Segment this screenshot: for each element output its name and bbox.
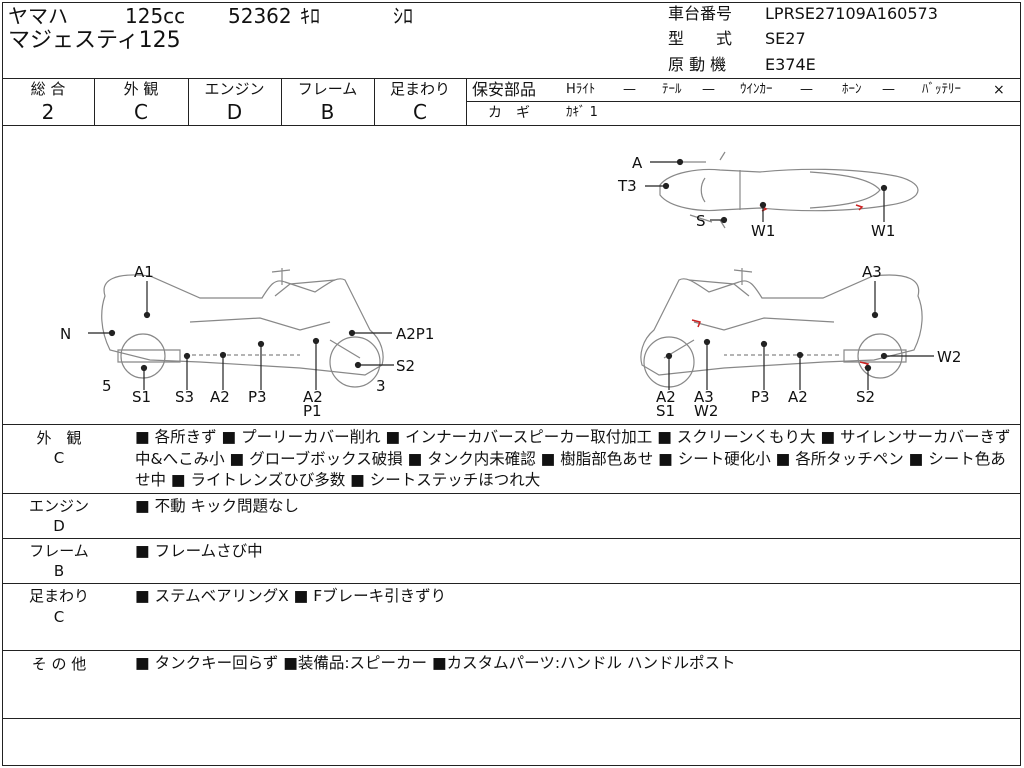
safety-battery-label: ﾊﾞｯﾃﾘｰ xyxy=(922,82,961,97)
safety-tail-label: ﾃｰﾙ xyxy=(662,82,682,97)
right-label-s1: S1 xyxy=(656,402,675,420)
type-label: 型 式 xyxy=(668,29,733,48)
left-label-p1: P1 xyxy=(303,402,322,420)
grade-suspension-label: 足まわり xyxy=(389,80,450,98)
left-label-s3: S3 xyxy=(175,388,194,406)
grade-frame-value: B xyxy=(320,100,335,124)
left-label-s1: S1 xyxy=(132,388,151,406)
safety-headlight-label: Hﾗｲﾄ xyxy=(566,82,596,97)
section-suspension-grade: C xyxy=(53,608,65,626)
type-value: SE27 xyxy=(765,29,806,48)
right-label-w2b: W2 xyxy=(937,348,961,366)
safety-winker-value: — xyxy=(800,82,813,97)
maker: ヤマハ xyxy=(8,4,68,28)
section-engine-text: ■ 不動 キック問題なし xyxy=(135,497,299,515)
chassis-number: LPRSE27109A160573 xyxy=(765,4,938,23)
left-label-a2: A2 xyxy=(210,388,230,406)
left-label-3: 3 xyxy=(376,377,386,395)
right-label-s2: S2 xyxy=(856,388,875,406)
safety-horn-value: — xyxy=(882,82,895,97)
right-label-p3: P3 xyxy=(751,388,770,406)
left-label-5: 5 xyxy=(102,377,112,395)
key-label: カ ギ xyxy=(488,105,530,121)
grade-engine-label: エンジン xyxy=(204,80,265,98)
grade-total-value: 2 xyxy=(41,100,55,124)
left-label-p3: P3 xyxy=(248,388,267,406)
section-other-text: ■ タンクキー回らず ■装備品:スピーカー ■カスタムパーツ:ハンドル ハンドル… xyxy=(135,654,736,672)
top-label-a: A xyxy=(632,154,643,172)
section-engine-label: エンジン xyxy=(28,497,89,515)
right-label-w2: W2 xyxy=(694,402,718,420)
mileage-unit: ｷﾛ xyxy=(300,4,320,28)
safety-battery-value: × xyxy=(993,82,1005,98)
engine-label: 原 動 機 xyxy=(668,55,727,74)
section-exterior-text: ■ 各所きず ■ プーリーカバー削れ ■ インナーカバースピーカー取付加工 ■ … xyxy=(135,428,1011,489)
grade-total-label: 総 合 xyxy=(30,80,66,98)
section-frame-label: フレーム xyxy=(29,542,89,560)
left-label-s2: S2 xyxy=(396,357,415,375)
safety-winker-label: ｳｲﾝｶｰ xyxy=(740,82,773,97)
grade-frame-label: フレーム xyxy=(297,80,358,98)
left-label-a2b: A2 xyxy=(303,388,323,406)
displacement: 125cc xyxy=(125,4,186,28)
left-label-a2p1: A2P1 xyxy=(396,325,434,343)
section-frame-text: ■ フレームさび中 xyxy=(135,542,263,560)
right-label-a3: A3 xyxy=(862,263,882,281)
key-value: ｶｷﾞ 1 xyxy=(566,105,598,120)
left-label-a1: A1 xyxy=(134,263,154,281)
section-exterior-grade: C xyxy=(53,449,65,467)
safety-headlight-value: — xyxy=(623,82,636,97)
section-exterior-label: 外 観 xyxy=(36,429,82,447)
mileage: 52362 xyxy=(228,4,292,28)
safety-parts-title: 保安部品 xyxy=(472,80,537,99)
top-label-s: S xyxy=(696,212,706,230)
right-label-a3b: A3 xyxy=(694,388,714,406)
body-color: ｼﾛ xyxy=(393,4,413,28)
grade-suspension-value: C xyxy=(413,100,427,124)
grade-exterior-value: C xyxy=(134,100,148,124)
chassis-label: 車台番号 xyxy=(668,4,733,23)
engine-value: E374E xyxy=(765,55,816,74)
damage-diagram: A T3 S W1 W1 A1 N 5 S1 S3 A2 P3 A2 P1 A2… xyxy=(60,151,961,420)
right-label-a2: A2 xyxy=(656,388,676,406)
safety-horn-label: ﾎｰﾝ xyxy=(842,82,862,97)
safety-tail-value: — xyxy=(702,82,715,97)
left-label-n: N xyxy=(60,325,71,343)
section-engine-grade: D xyxy=(53,517,65,535)
grade-exterior-label: 外 観 xyxy=(123,80,159,98)
top-label-w1a: W1 xyxy=(751,222,775,240)
damage-marks xyxy=(691,204,870,369)
section-suspension-label: 足まわり xyxy=(28,587,89,605)
right-label-a2b: A2 xyxy=(788,388,808,406)
top-label-w1b: W1 xyxy=(871,222,895,240)
model-name: マジェスティ125 xyxy=(8,28,181,53)
section-suspension-text: ■ ステムベアリングX ■ Fブレーキ引きずり xyxy=(135,587,447,605)
top-label-t3: T3 xyxy=(617,177,637,195)
section-other-label: そ の 他 xyxy=(31,655,87,673)
grade-engine-value: D xyxy=(226,100,243,124)
section-frame-grade: B xyxy=(53,562,65,580)
